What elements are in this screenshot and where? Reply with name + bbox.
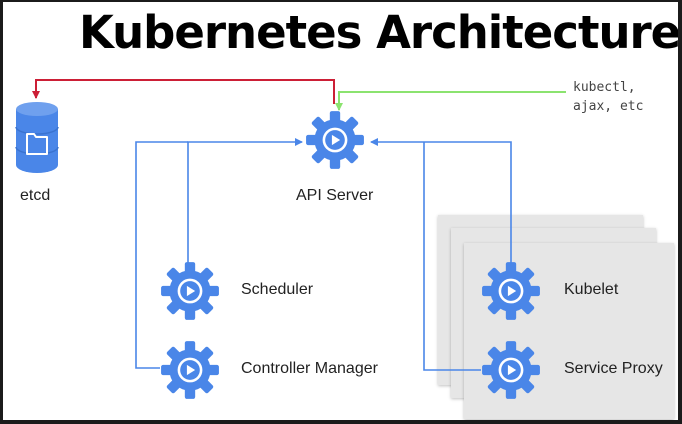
client-label-line2: ajax, etc (573, 99, 644, 114)
service-proxy-label: Service Proxy (564, 360, 663, 377)
scheduler-gear-icon (161, 262, 219, 320)
controller-manager-label: Controller Manager (241, 360, 378, 377)
etcd-label: etcd (20, 187, 51, 204)
api-server-label: API Server (296, 187, 374, 204)
controller-manager-gear-icon (161, 341, 219, 399)
kubelet-label: Kubelet (564, 281, 619, 298)
database-folder-icon (15, 102, 59, 173)
diagram-title: Kubernetes Architecture (79, 6, 678, 59)
scheduler-to-api-line (187, 138, 303, 264)
api-server-gear-icon (306, 111, 364, 169)
controller-to-api-line (135, 141, 188, 369)
kubelet-to-api-line (370, 138, 512, 264)
kubelet-gear-icon (482, 262, 540, 320)
scheduler-label: Scheduler (241, 281, 314, 298)
service-proxy-gear-icon (482, 341, 540, 399)
proxy-to-api-line (423, 142, 481, 371)
api-to-etcd-line (32, 79, 335, 104)
diagram-slide: Kubernetes Architecture (3, 2, 678, 420)
client-label-line1: kubectl, (573, 80, 636, 95)
client-to-api-line (335, 91, 566, 111)
connector-lines (32, 79, 566, 371)
